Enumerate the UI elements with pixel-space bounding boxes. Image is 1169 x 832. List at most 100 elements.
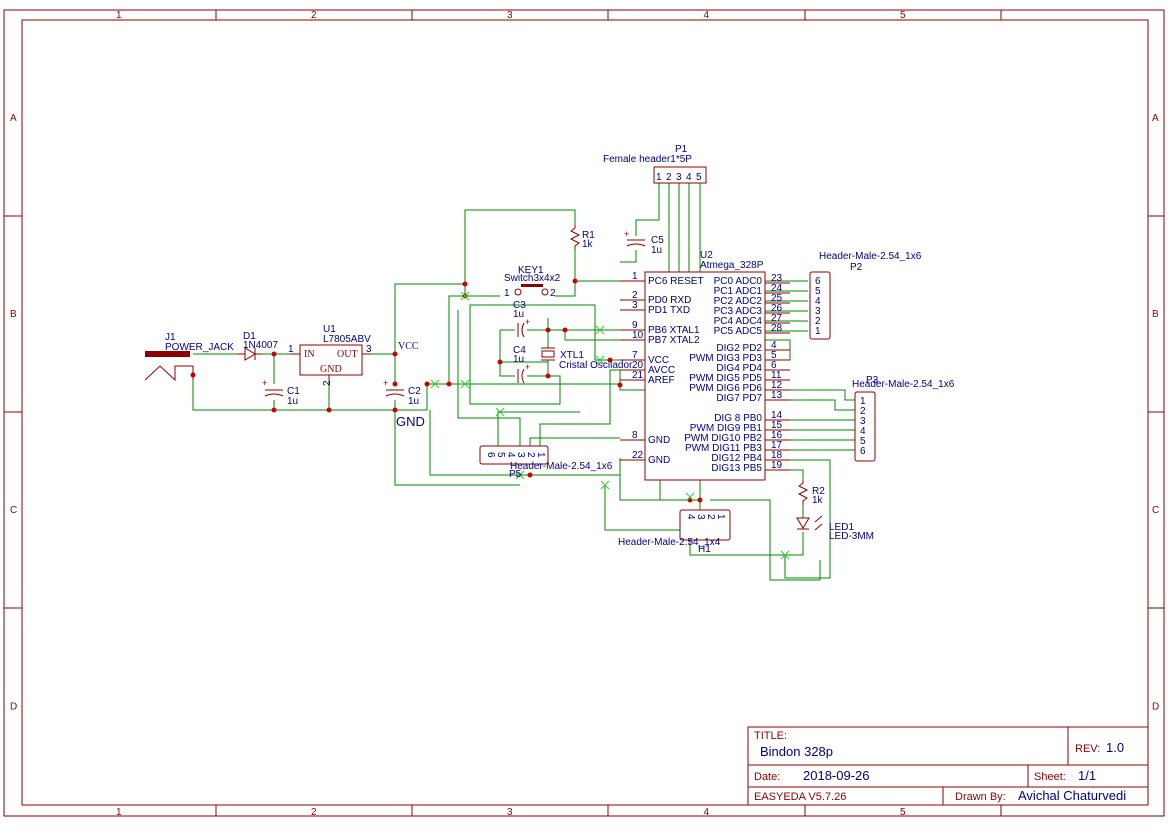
u2-pin-num: 2: [632, 290, 638, 301]
cross-marker: [600, 480, 610, 490]
u2-pin-name: PC5 ADC5: [714, 326, 763, 337]
frame-row-left-B: B: [10, 309, 17, 320]
u1-pin-in: IN: [304, 349, 315, 360]
rev-label: REV:: [1075, 743, 1100, 755]
u2-pin-name: PB7 XTAL2: [648, 335, 700, 346]
frame-row-left-C: C: [10, 505, 17, 516]
u2-pin-name: PC0 ADC0: [714, 276, 763, 287]
frame-row-right-D: D: [1152, 702, 1159, 713]
p1-value: Female header1*5P: [603, 154, 692, 165]
p5-value: Header-Male-2.54_1x6: [510, 461, 613, 472]
u2-pin-num: 28: [771, 323, 783, 334]
frame-row-right-A: A: [1152, 113, 1159, 124]
u2-pin-name: PWM DIG6 PD6: [689, 383, 762, 394]
u2-pin-num: 5: [771, 350, 777, 361]
c1-ref: C1: [287, 386, 300, 397]
outer-frame: [3, 9, 1165, 817]
h1-ref: H1: [698, 544, 711, 555]
svg-text:+: +: [525, 317, 530, 327]
p5-pin-num: 2: [525, 452, 536, 458]
p5-pin-num: 4: [505, 452, 516, 458]
svg-text:+: +: [262, 378, 267, 388]
u2-pin-name: PD1 TXD: [648, 305, 690, 316]
p3-pin-num: 3: [860, 416, 866, 427]
u2-pin-num: 19: [771, 460, 783, 471]
u2-pin-name: PC4 ADC4: [714, 316, 763, 327]
capacitor-c5: + C5 1u: [624, 229, 664, 256]
p3-pin-num: 2: [860, 406, 866, 417]
r1-ref: R1: [582, 230, 595, 241]
switch-key1: KEY1 Switch3x4x2 1 2: [504, 265, 561, 299]
u2-pin-num: 26: [771, 303, 783, 314]
frame-col-bottom-4: 4: [704, 807, 710, 818]
c4-ref: C4: [513, 345, 526, 356]
u2-pin-name: PB6 XTAL1: [648, 325, 700, 336]
u2-pin-name: DIG4 PD4: [716, 363, 762, 374]
frame-row-right-B: B: [1152, 309, 1159, 320]
p5-ref: P5: [509, 469, 522, 480]
u2-pin-name: DIG7 PD7: [716, 393, 762, 404]
title-block: TITLE: Bindon 328p REV: 1.0 Date: 2018-0…: [747, 726, 1149, 806]
u1-value: L7805ABV: [323, 334, 371, 345]
rev-value: 1.0: [1106, 740, 1124, 755]
u2-pin-num: 22: [632, 450, 644, 461]
h1-pin-num: 2: [705, 514, 716, 520]
xtl1-value: Cristal Oscilador: [559, 360, 633, 371]
r2-value: 1k: [812, 495, 824, 506]
p2-pin-num: 2: [815, 316, 821, 327]
p3-pin-num: 4: [860, 426, 866, 437]
power-jack-j1: J1 POWER_JACK: [144, 332, 234, 382]
key1-pin2: 2: [550, 288, 556, 299]
p3-pin-num: 1: [860, 396, 866, 407]
xtl1-ref: XTL1: [560, 350, 584, 361]
p3-ref: P3: [866, 375, 879, 386]
p3-pin-num: 6: [860, 446, 866, 457]
cross-marker: [685, 492, 695, 502]
u2-pin-num: 12: [771, 380, 783, 391]
u1-ref: U1: [323, 324, 336, 335]
u1-num-gnd: 2: [322, 380, 333, 386]
frame-col-top-1: 1: [116, 10, 122, 21]
led1-value: LED-3MM: [829, 531, 874, 542]
date-label: Date:: [754, 771, 780, 783]
p1-pin-num: 4: [686, 172, 692, 183]
u2-pin-name: AVCC: [648, 365, 675, 376]
cross-marker: [780, 550, 790, 560]
frame-row-right-C: C: [1152, 505, 1159, 516]
sheet-value: 1/1: [1078, 768, 1096, 783]
capacitor-c1: + C1 1u: [262, 378, 300, 407]
p5-pin-num: 3: [515, 452, 526, 458]
u2-pin-num: 18: [771, 450, 783, 461]
p1-pin-num: 2: [666, 172, 672, 183]
u2-pin-name: PC6 RESET: [648, 276, 704, 287]
h1-value: Header-Male-2.54_1x4: [618, 537, 721, 548]
cross-marker: [595, 325, 605, 335]
u2-pin-name: PWM DIG3 PD3: [689, 353, 762, 364]
r1-value: 1k: [582, 239, 594, 250]
u2-pin-num: 20: [632, 360, 644, 371]
led1-ref: LED1: [829, 522, 854, 533]
u2-pin-name: DIG12 PB4: [711, 453, 762, 464]
r2-ref: R2: [812, 486, 825, 497]
diode-d1: D1 1N4007: [236, 331, 278, 361]
u2-pin-name: GND: [648, 455, 670, 466]
u2-pin-num: 14: [771, 410, 783, 421]
frame-col-top-5: 5: [900, 10, 906, 21]
u1-pin-gnd: GND: [320, 364, 342, 375]
u1-pin-out: OUT: [337, 349, 358, 360]
u2-pin-num: 13: [771, 390, 783, 401]
inner-frame: [21, 19, 1149, 806]
key1-ref: KEY1: [518, 265, 544, 276]
key1-value: Switch3x4x2: [504, 273, 561, 284]
u2-pin-num: 24: [771, 283, 783, 294]
u2-pin-num: 8: [632, 430, 638, 441]
p2-pin-num: 3: [815, 306, 821, 317]
cross-marker: [595, 355, 605, 365]
u2-pin-num: 21: [632, 370, 644, 381]
cross-marker: [515, 470, 525, 480]
u2-pin-name: PC1 ADC1: [714, 286, 763, 297]
